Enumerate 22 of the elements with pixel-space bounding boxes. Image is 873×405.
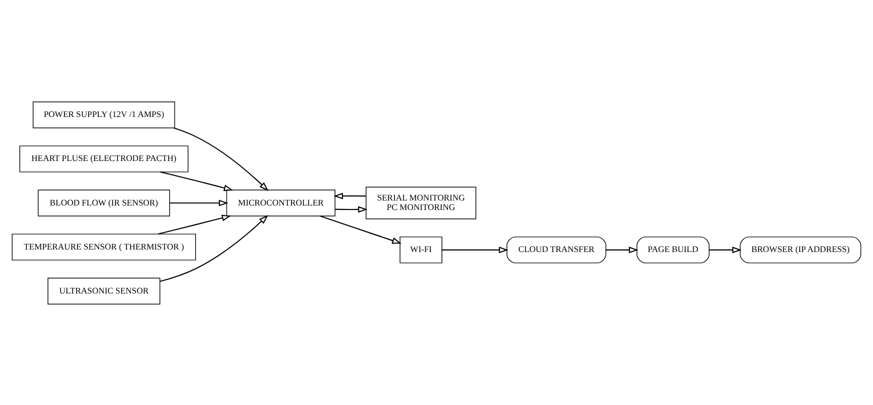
arrow [158,214,232,234]
node-box: SERIAL MONITORING PC MONITORING [366,186,476,219]
node-box: TEMPERAURE SENSOR ( THERMISTOR ) [12,233,196,260]
node-box: PAGE BUILD [636,236,710,263]
arrow [173,126,269,191]
arrow [442,246,508,253]
node-box: POWER SUPPLY (12V /1 AMPS) [32,101,176,128]
node-box: BLOOD FLOW (IR SENSOR) [38,189,170,216]
arrow [606,246,638,253]
arrow [709,246,742,253]
arrow [335,206,368,212]
arrow [334,192,366,199]
node-box: BROWSER (IP ADDRESS) [740,236,862,263]
arrow [160,214,268,282]
arrow [320,215,402,244]
node-box: HEART PLUSE (ELECTRODE PACTH) [19,145,188,172]
node-box: MICROCONTROLLER [226,189,336,216]
node-box: ULTRASONIC SENSOR [48,277,160,304]
arrow [160,170,234,191]
node-box: WI-FI [400,236,442,263]
arrow [170,199,228,206]
node-box: CLOUD TRANSFER [506,236,606,263]
